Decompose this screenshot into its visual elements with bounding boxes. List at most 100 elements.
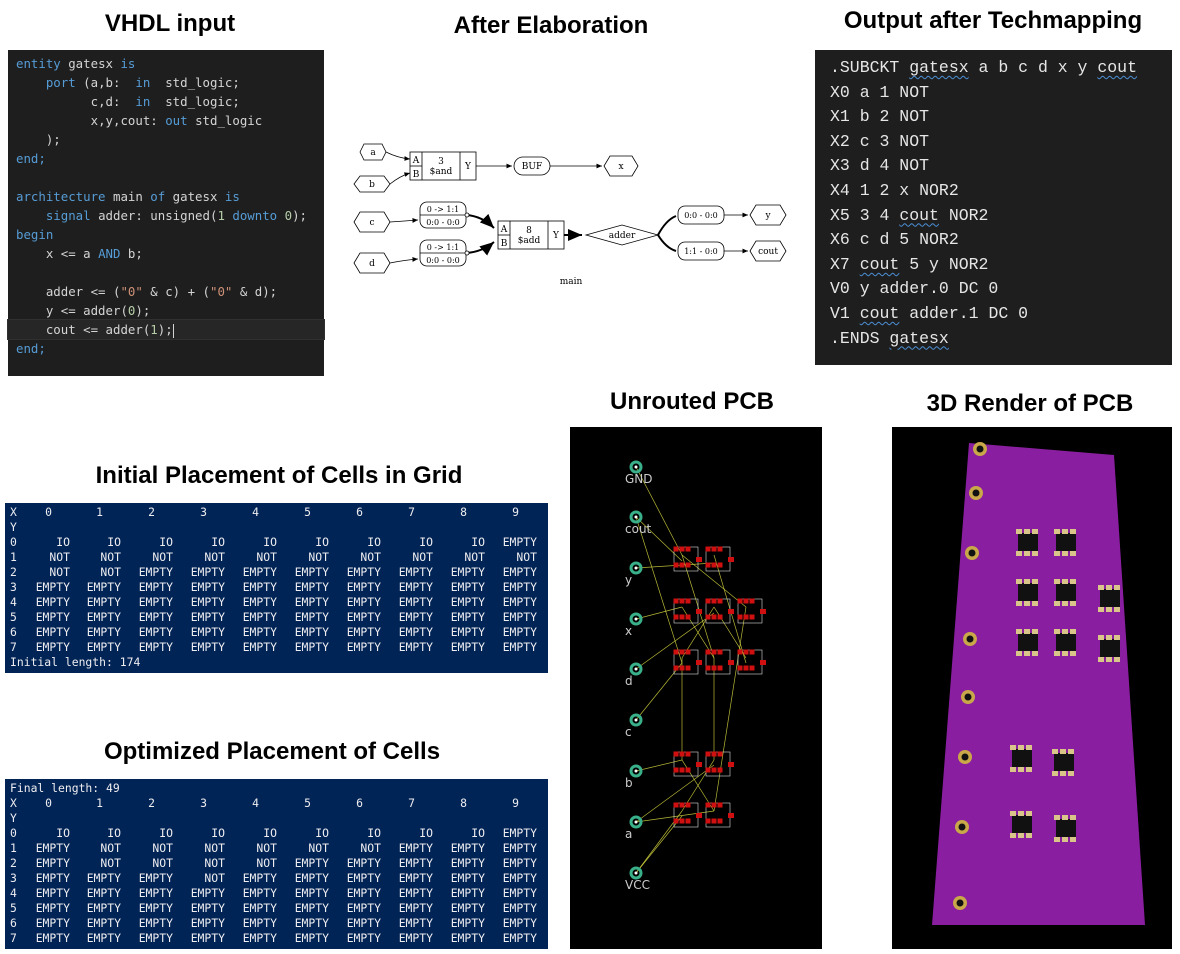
- grid-cell: EMPTY: [450, 565, 485, 579]
- grid-cell: EMPTY: [294, 610, 329, 624]
- grid-cell: IO: [159, 535, 173, 549]
- grid-cell: IO: [471, 826, 485, 840]
- smd-pad: [711, 598, 717, 604]
- grid-cell: EMPTY: [294, 931, 329, 945]
- slice-d-bot: 0:0 - 0:0: [426, 256, 460, 265]
- console-line: Final length: 49: [10, 781, 120, 795]
- smd-pad: [673, 614, 679, 620]
- solder-pad: [1070, 601, 1076, 606]
- grid-cell: EMPTY: [190, 580, 225, 594]
- solder-pad: [1070, 837, 1076, 842]
- grid-row-label: 6: [10, 916, 17, 930]
- netlist-line: .ENDS gatesx: [830, 328, 949, 348]
- solder-pad: [1024, 551, 1030, 556]
- grid-cell: EMPTY: [346, 565, 381, 579]
- solder-pad: [1054, 579, 1060, 584]
- smd-pad: [743, 649, 749, 655]
- solder-pad: [1010, 745, 1016, 750]
- ic-body: [1012, 815, 1032, 833]
- grid-cell: EMPTY: [138, 565, 173, 579]
- grid-cell: NOT: [256, 550, 277, 564]
- grid-cell: EMPTY: [242, 625, 277, 639]
- through-hole-pad: [629, 764, 643, 778]
- grid-cell: EMPTY: [398, 871, 433, 885]
- smd-pad: [679, 649, 685, 655]
- grid-cell: EMPTY: [35, 856, 70, 870]
- grid-cell: EMPTY: [35, 610, 70, 624]
- grid-cell: EMPTY: [138, 625, 173, 639]
- code-line: begin: [16, 227, 54, 242]
- grid-cell: EMPTY: [346, 595, 381, 609]
- solder-pad: [1018, 767, 1024, 772]
- grid-row-label: 1: [10, 550, 17, 564]
- grid-cell: EMPTY: [190, 916, 225, 930]
- solder-pad: [1060, 771, 1066, 776]
- grid-cell: EMPTY: [35, 625, 70, 639]
- grid-cell: EMPTY: [346, 580, 381, 594]
- grid-cell: 8: [460, 505, 467, 519]
- code-line: end;: [16, 151, 46, 166]
- grid-row-label: 5: [10, 901, 17, 915]
- elaboration-title: After Elaboration: [453, 12, 649, 39]
- ic-body: [1056, 633, 1076, 651]
- netlist-editor[interactable]: .SUBCKT gatesx a b c d x y cout X0 a 1 N…: [815, 50, 1172, 365]
- netlist-line: X2 c 3 NOT: [830, 131, 930, 151]
- vhdl-code-editor[interactable]: entity gatesx is port (a,b: in std_logic…: [7, 50, 325, 376]
- grid-cell: EMPTY: [450, 871, 485, 885]
- netlist-line: X6 c d 5 NOR2: [830, 230, 959, 250]
- through-hole-pad: [629, 561, 643, 575]
- solder-pad: [1062, 551, 1068, 556]
- ratsnest-line: [635, 662, 683, 721]
- smd-pad: [749, 598, 755, 604]
- smd-pad: [717, 767, 723, 773]
- smd-pad: [673, 649, 679, 655]
- grid-cell: EMPTY: [450, 640, 485, 654]
- smd-pad: [737, 598, 743, 604]
- smd-pad: [749, 665, 755, 671]
- grid-y-row: Y: [5, 520, 548, 535]
- grid-cell: EMPTY: [502, 580, 537, 594]
- grid-cell: EMPTY: [502, 871, 537, 885]
- grid-cell: EMPTY: [86, 595, 121, 609]
- add-port-y: Y: [552, 231, 560, 241]
- grid-cell: NOT: [100, 856, 121, 870]
- solder-pad: [1016, 551, 1022, 556]
- grid-cell: EMPTY: [502, 826, 537, 840]
- code-line-active[interactable]: cout <= adder(1);: [7, 319, 325, 340]
- and-cell-name: $and: [430, 167, 453, 177]
- smd-pad: [696, 660, 702, 665]
- ic-body: [1012, 749, 1032, 767]
- through-hole-pad: [629, 460, 643, 474]
- render-3d-title: 3D Render of PCB: [926, 390, 1134, 417]
- smd-pad: [696, 813, 702, 818]
- slice-c-bot: 0:0 - 0:0: [426, 218, 460, 227]
- grid-cell: NOT: [49, 550, 70, 564]
- drill-hole: [964, 693, 972, 701]
- grid-cell: EMPTY: [294, 901, 329, 915]
- smd-pad: [711, 665, 717, 671]
- smd-pad: [717, 649, 723, 655]
- grid-cell: IO: [263, 535, 277, 549]
- through-hole-pad: [629, 510, 643, 524]
- grid-cell: NOT: [152, 550, 173, 564]
- grid-row-label: 3: [10, 580, 17, 594]
- grid-y-row: Y: [5, 811, 548, 826]
- grid-cell: EMPTY: [190, 610, 225, 624]
- grid-cell: EMPTY: [190, 640, 225, 654]
- solder-pad: [1054, 837, 1060, 842]
- optimized-placement-title: Optimized Placement of Cells: [103, 738, 441, 765]
- netlist-line: X0 a 1 NOT: [830, 82, 930, 102]
- grid-row-label: 0: [10, 826, 17, 840]
- grid-cell: EMPTY: [138, 580, 173, 594]
- code-line: adder <= ("0" & c) + ("0" & d);: [45, 284, 278, 299]
- initial-placement-title: Initial Placement of Cells in Grid: [95, 462, 463, 489]
- through-hole-pad: [629, 866, 643, 880]
- grid-cell: 2: [148, 796, 155, 810]
- solder-pad: [1016, 601, 1022, 606]
- grid-row-label: X: [10, 505, 17, 519]
